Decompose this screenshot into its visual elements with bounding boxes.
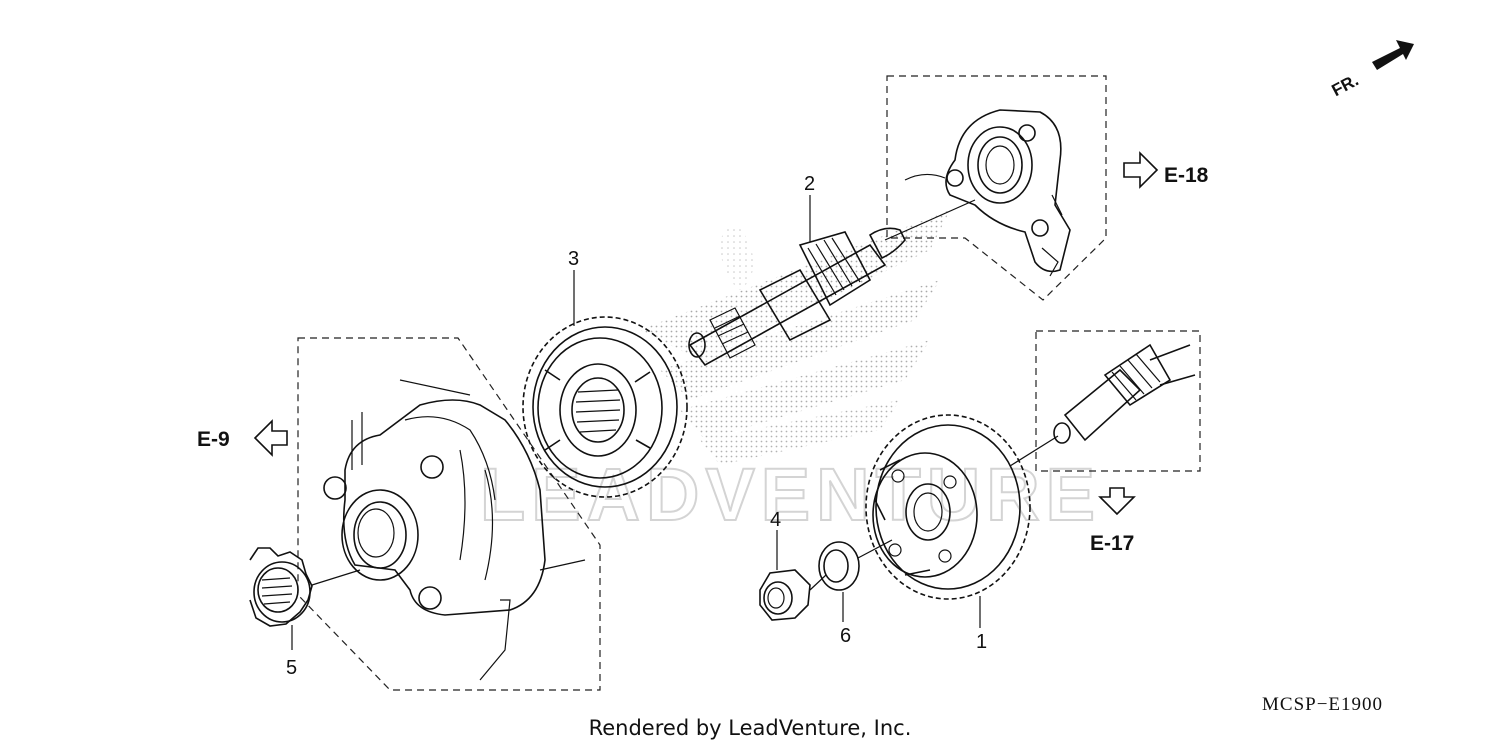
callout-1: 1 xyxy=(976,631,987,653)
reference-e17[interactable]: E-17 xyxy=(1090,487,1136,555)
arrow-right-icon xyxy=(1123,151,1159,189)
detail-box-crankcase xyxy=(297,337,601,691)
part-1-gear xyxy=(865,414,1031,628)
arrow-left-icon xyxy=(253,419,288,457)
footer-credit: Rendered by LeadVenture, Inc. xyxy=(588,716,912,740)
part-3-gear xyxy=(522,316,688,498)
bearing-cover xyxy=(904,109,1071,277)
diagram-code: MCSP−E1900 xyxy=(1262,694,1384,715)
crankcase-housing xyxy=(323,379,586,681)
reference-e9-label: E-9 xyxy=(197,428,230,451)
front-direction-indicator: FR. xyxy=(1329,40,1414,100)
callout-6: 6 xyxy=(840,625,851,647)
callout-2: 2 xyxy=(804,173,815,195)
reference-e9[interactable]: E-9 xyxy=(197,419,288,457)
part-5-castle-nut xyxy=(249,547,361,650)
part-4-flange-nut xyxy=(759,530,827,621)
output-shaft-detail xyxy=(1009,343,1196,467)
part-6-washer xyxy=(818,539,893,622)
watermark-text: LEADVENTURE xyxy=(480,453,1101,536)
detail-box-shaft xyxy=(1035,330,1201,472)
callout-5: 5 xyxy=(286,657,297,679)
front-arrow-icon xyxy=(1372,40,1414,70)
part-2-shaft xyxy=(688,195,976,367)
callout-4: 4 xyxy=(770,509,781,531)
reference-e17-label: E-17 xyxy=(1090,532,1134,555)
reference-e18-label: E-18 xyxy=(1164,164,1209,187)
detail-box-bearing-cover xyxy=(886,75,1107,301)
arrow-down-icon xyxy=(1098,487,1136,516)
reference-e18[interactable]: E-18 xyxy=(1123,151,1209,189)
front-label: FR. xyxy=(1329,70,1362,100)
callout-3: 3 xyxy=(568,248,579,270)
